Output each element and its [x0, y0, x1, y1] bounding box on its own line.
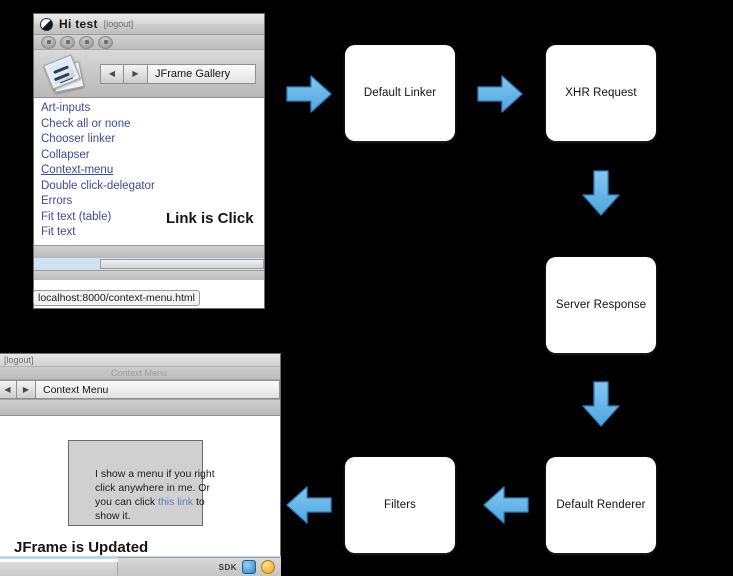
flow-box-default-renderer[interactable]: Default Renderer	[546, 457, 656, 553]
scrollbar-thumb[interactable]	[100, 259, 264, 269]
flow-box-label: Default Linker	[363, 87, 437, 99]
nav-forward-icon[interactable]: ▶	[17, 380, 36, 399]
bottom-tray: SDK	[118, 557, 281, 576]
nav-back-icon[interactable]: ◀	[0, 380, 17, 399]
flow-box-label: XHR Request	[565, 87, 637, 99]
refresh-button-icon[interactable]	[79, 35, 94, 49]
bottom-window-ghost-title: Context Menu	[0, 367, 280, 380]
instruction-line-2: anywhere in me. Or you can click	[95, 482, 210, 508]
context-menu-instructions: I show a menu if you right click anywher…	[95, 467, 215, 523]
status-url-tooltip: localhost:8000/context-menu.html	[33, 290, 201, 306]
list-item[interactable]: Double click-delegator	[41, 179, 155, 192]
finder-icon[interactable]	[242, 560, 256, 574]
arrow-right-into-default-linker	[286, 74, 332, 114]
arrow-right-to-xhr-request	[477, 74, 523, 114]
greeting-label: Hi test	[59, 17, 98, 31]
bottom-window-toolbar-blank	[0, 400, 280, 416]
gallery-title-field[interactable]: JFrame Gallery	[148, 63, 256, 84]
context-menu-window: [logout] Context Menu ◀ ▶ Context Menu I…	[0, 353, 281, 576]
page-title-field[interactable]: Context Menu	[36, 380, 280, 399]
context-menu-page-body: I show a menu if you right click anywher…	[0, 416, 280, 546]
arrow-down-to-default-renderer	[581, 381, 621, 427]
jframe-gallery-window: Hi test [logout] ◀ ▶ JFrame Gallery Art-…	[33, 13, 265, 309]
nav-forward-icon[interactable]: ▶	[124, 63, 148, 84]
nav-back-icon[interactable]: ◀	[100, 63, 124, 84]
gallery-page-body: Art-inputs Check all or none Chooser lin…	[34, 98, 264, 245]
jframe-updated-banner: JFrame is Updated	[14, 539, 149, 556]
context-menu-target-area[interactable]: I show a menu if you right click anywher…	[68, 440, 215, 526]
flow-box-default-linker[interactable]: Default Linker	[345, 45, 455, 141]
browser-button-row	[34, 35, 264, 50]
list-item[interactable]: Art-inputs	[41, 102, 91, 114]
stop-button-icon[interactable]	[98, 35, 113, 49]
bottom-window-topbar: [logout]	[0, 354, 280, 367]
window-titlebar[interactable]: Hi test [logout]	[34, 14, 264, 35]
instruction-line-3-tail: to show it.	[95, 496, 205, 522]
list-item[interactable]: Fit text	[41, 226, 76, 238]
arrow-left-out-of-filters	[286, 485, 332, 525]
tray-left-panel	[0, 562, 118, 576]
instruction-line-1: I show a menu if you right click	[95, 468, 215, 494]
flow-box-filters[interactable]: Filters	[345, 457, 455, 553]
bottom-window-nav: ◀ ▶ Context Menu	[0, 380, 280, 400]
gallery-nav-group: ◀ ▶ JFrame Gallery	[100, 63, 256, 84]
list-item[interactable]: Collapser	[41, 148, 90, 161]
app-logo-icon	[40, 17, 53, 31]
logout-link[interactable]: [logout]	[4, 355, 34, 365]
arrow-down-to-server-response	[581, 170, 621, 216]
gallery-toolbar: ◀ ▶ JFrame Gallery	[34, 50, 264, 98]
arrow-left-to-filters	[483, 485, 529, 525]
ghost-title-label: Context Menu	[110, 368, 168, 378]
sdk-label: SDK	[218, 562, 237, 572]
flow-box-server-response[interactable]: Server Response	[546, 257, 656, 353]
list-item[interactable]: Fit text (table)	[41, 210, 112, 223]
flow-box-label: Filters	[383, 499, 416, 511]
list-item-context-menu[interactable]: Context-menu	[41, 164, 114, 176]
list-item[interactable]: Chooser linker	[41, 133, 116, 145]
swirl-icon[interactable]	[261, 560, 275, 574]
show-menu-link[interactable]: this link	[158, 496, 194, 508]
logout-link[interactable]: [logout]	[103, 19, 134, 29]
list-item[interactable]: Errors	[41, 195, 73, 207]
flow-box-xhr-request[interactable]: XHR Request	[546, 45, 656, 141]
flow-box-label: Server Response	[555, 299, 647, 311]
photos-icon	[42, 53, 88, 94]
list-item[interactable]: Check all or none	[41, 117, 131, 130]
horizontal-scrollbar[interactable]	[34, 257, 264, 270]
window-statusbar	[34, 245, 264, 257]
link-is-clicked-message: Link is Click	[166, 210, 254, 227]
window-footer	[34, 270, 264, 280]
back-button-icon[interactable]	[41, 35, 56, 49]
demo-link-list: Art-inputs Check all or none Chooser lin…	[34, 98, 264, 241]
flow-box-label: Default Renderer	[556, 499, 646, 511]
forward-button-icon[interactable]	[60, 35, 75, 49]
